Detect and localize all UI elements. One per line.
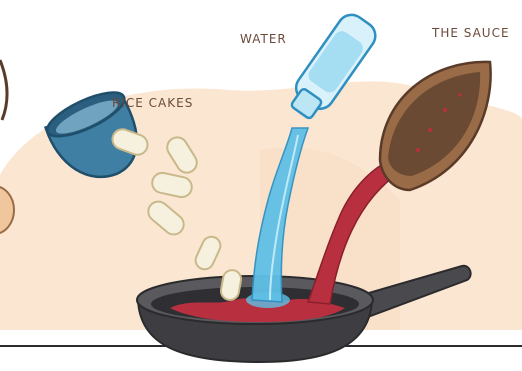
water-label: WATER [240, 32, 287, 46]
sauce-label: THE SAUCE [432, 26, 510, 40]
left-edge-line [0, 60, 7, 120]
rice-cakes-label: RICE CAKES [112, 96, 193, 110]
